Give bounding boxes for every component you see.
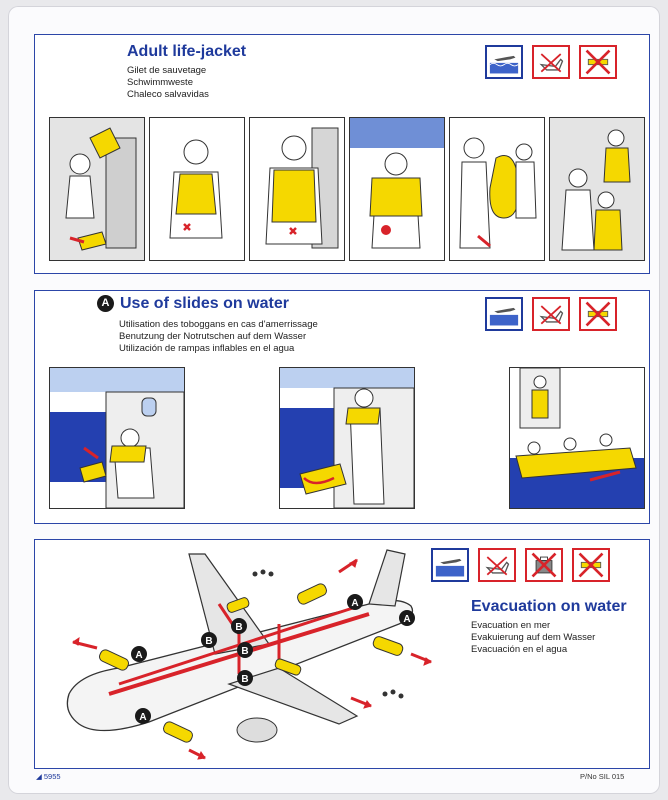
raft <box>297 583 327 605</box>
slide-step-2 <box>279 367 415 509</box>
life-jacket-subtitles: Gilet de sauvetage Schwimmweste Chaleco … <box>127 65 209 101</box>
slides-panel: A Use of slides on water Utilisation des … <box>34 290 650 524</box>
slide-step-3 <box>509 367 645 509</box>
water-landing-icon <box>485 297 523 331</box>
raft <box>372 636 404 656</box>
aircraft-evacuation-diagram: A A A A B B B B <box>66 549 432 760</box>
raft <box>274 658 302 676</box>
water-landing-icon <box>431 548 469 582</box>
engine <box>236 717 278 743</box>
lifejacket-step-5 <box>449 117 545 261</box>
evacuation-title: Evacuation on water <box>471 598 627 615</box>
safety-card: Adult life-jacket Gilet de sauvetage Sch… <box>8 6 660 794</box>
footer-code: 5955 <box>43 772 61 781</box>
water-landing-icon <box>485 45 523 79</box>
no-smoking-icon <box>572 548 610 582</box>
pictogram-row <box>485 45 617 79</box>
slides-subtitles: Utilisation des toboggans en cas d'amerr… <box>119 319 318 355</box>
raft <box>163 721 193 743</box>
subtitle-de: Benutzung der Notrutschen auf dem Wasser <box>119 331 307 342</box>
exit-a-label: A <box>135 650 142 661</box>
no-baggage-icon <box>525 548 563 582</box>
no-high-heels-icon <box>478 548 516 582</box>
exit-a-label: A <box>403 614 410 625</box>
subtitle-de: Schwimmweste <box>127 77 193 88</box>
lifejacket-step-2 <box>149 117 245 261</box>
life-jacket-panel: Adult life-jacket Gilet de sauvetage Sch… <box>34 34 650 274</box>
exit-a-badge: A <box>97 295 114 312</box>
no-high-heels-icon <box>532 297 570 331</box>
pictogram-row <box>431 548 610 582</box>
exit-a-label: A <box>351 598 358 609</box>
lifejacket-step-4 <box>349 117 445 261</box>
pictogram-row <box>485 297 617 331</box>
footer-left: ◢ 5955 <box>36 772 61 781</box>
exit-b-label: B <box>235 622 242 633</box>
lower-wing <box>227 667 359 725</box>
evacuation-subtitles: Evacuation en mer Evakuierung auf dem Wa… <box>471 620 595 656</box>
lifejacket-step-3 <box>249 117 345 261</box>
exit-b-label: B <box>241 674 248 685</box>
subtitle-fr: Evacuation en mer <box>471 620 551 631</box>
life-jacket-title: Adult life-jacket <box>127 43 247 60</box>
tail-fin <box>368 549 406 607</box>
subtitle-es: Utilización de rampas inflables en el ag… <box>119 343 295 354</box>
no-smoking-icon <box>579 45 617 79</box>
slide-step-1 <box>49 367 185 509</box>
raft <box>226 597 250 613</box>
no-high-heels-icon <box>532 45 570 79</box>
subtitle-es: Chaleco salvavidas <box>127 89 209 100</box>
footer-part-number: P/No SIL 015 <box>580 772 625 781</box>
subtitle-es: Evacuación en el agua <box>471 644 568 655</box>
raft <box>99 649 129 671</box>
exit-b-label: B <box>241 646 248 657</box>
evacuation-panel: Evacuation on water Evacuation en mer Ev… <box>34 539 650 769</box>
slides-title-text: Use of slides on water <box>120 295 289 312</box>
lifejacket-step-1 <box>49 117 145 261</box>
subtitle-fr: Utilisation des toboggans en cas d'amerr… <box>119 319 318 330</box>
subtitle-fr: Gilet de sauvetage <box>127 65 207 76</box>
lifejacket-step-6 <box>549 117 645 261</box>
no-smoking-icon <box>579 297 617 331</box>
exit-b-label: B <box>205 636 212 647</box>
slides-title: A Use of slides on water <box>97 295 289 313</box>
subtitle-de: Evakuierung auf dem Wasser <box>471 632 596 643</box>
exit-a-label: A <box>139 712 146 723</box>
